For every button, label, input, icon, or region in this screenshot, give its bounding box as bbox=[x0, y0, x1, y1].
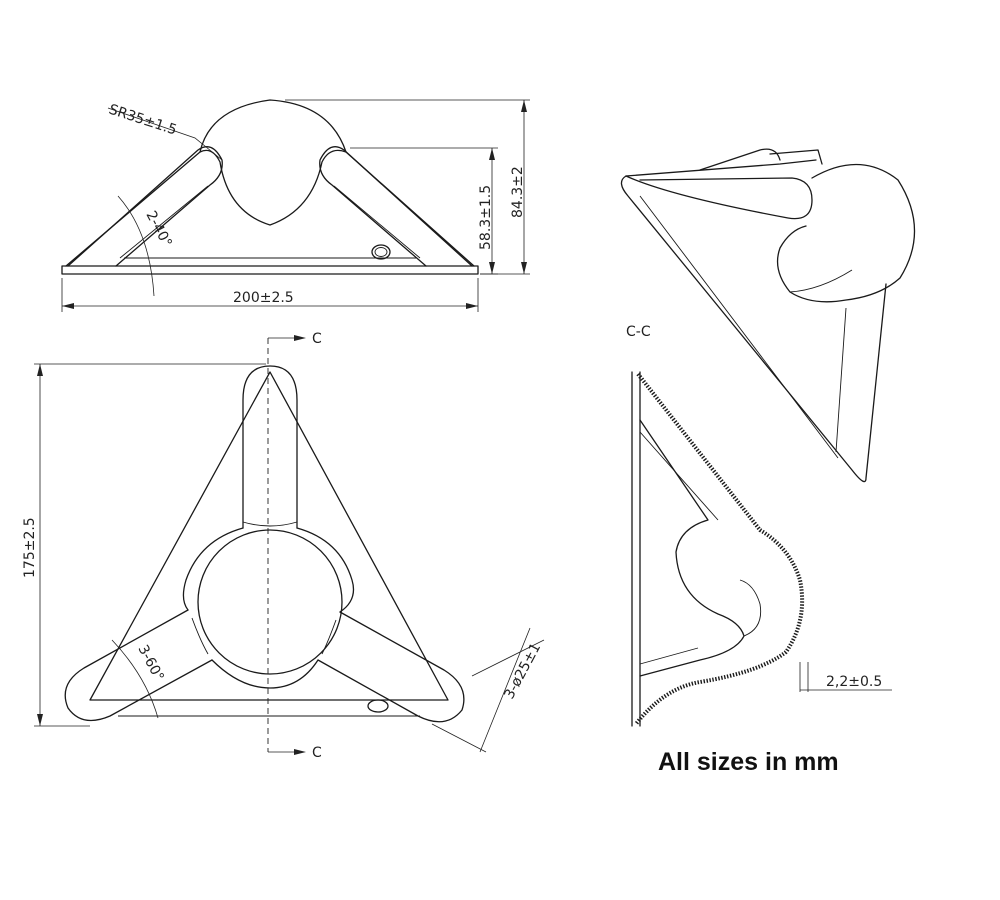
angle-top-arc bbox=[117, 195, 155, 297]
front-view: SR35±1.5 200±2.5 58.3±1.5 84.3±2 2-40° bbox=[61, 99, 530, 312]
iso-plate-outer bbox=[620, 175, 887, 483]
front-base-plate bbox=[61, 265, 479, 275]
front-outer-triangle bbox=[65, 151, 475, 267]
top-hub-sphere bbox=[197, 529, 343, 675]
diameter-dim bbox=[431, 627, 545, 753]
height-inner-label: 58.3±1.5 bbox=[478, 185, 494, 250]
iso-arm bbox=[625, 175, 813, 220]
front-hole bbox=[371, 244, 391, 260]
top-outer-triangle bbox=[89, 371, 449, 701]
section-title: C-C bbox=[626, 324, 651, 340]
section-mark-bottom: C bbox=[312, 745, 322, 761]
top-arm-upper bbox=[242, 365, 298, 529]
height-total-label: 84.3±2 bbox=[510, 166, 526, 218]
section-outer-wall bbox=[631, 371, 641, 727]
width-label: 200±2.5 bbox=[233, 290, 294, 306]
top-view: C C 175±2.5 3-60° 3-ø25±1 bbox=[22, 331, 545, 761]
top-arm-left bbox=[64, 609, 213, 722]
depth-dim bbox=[34, 363, 266, 727]
iso-view bbox=[620, 148, 916, 483]
section-inner-plate bbox=[639, 419, 745, 677]
angle-top-label: 2-40° bbox=[142, 208, 174, 250]
front-right-arm bbox=[319, 146, 473, 267]
depth-label: 175±2.5 bbox=[22, 517, 38, 578]
top-hole bbox=[367, 699, 389, 713]
units-note: All sizes in mm bbox=[658, 748, 839, 776]
front-inner-edges bbox=[119, 185, 421, 259]
iso-plate-inner bbox=[639, 195, 847, 459]
section-mark-top: C bbox=[312, 331, 322, 347]
iso-sphere bbox=[776, 163, 916, 303]
sr-label: SR35±1.5 bbox=[107, 102, 179, 139]
front-hole-inner bbox=[374, 247, 388, 257]
thickness-dim bbox=[799, 662, 892, 692]
thickness-label: 2,2±0.5 bbox=[826, 674, 882, 690]
diameter-label: 3-ø25±1 bbox=[501, 641, 544, 702]
front-left-arm bbox=[67, 146, 223, 267]
angle-bottom-label: 3-60° bbox=[134, 642, 166, 684]
sr-leader bbox=[107, 107, 223, 161]
angle-bottom-arc bbox=[111, 639, 159, 719]
width-dim-line bbox=[61, 278, 479, 312]
front-sphere bbox=[199, 99, 347, 226]
height-total-dim bbox=[285, 99, 530, 275]
top-arm-right bbox=[317, 611, 465, 723]
section-wall-hatch bbox=[634, 372, 805, 726]
iso-rod bbox=[699, 148, 823, 171]
section-view: 2,2±0.5 bbox=[631, 371, 892, 727]
iso-top-rim bbox=[625, 159, 817, 177]
top-hub-outer bbox=[182, 527, 355, 689]
